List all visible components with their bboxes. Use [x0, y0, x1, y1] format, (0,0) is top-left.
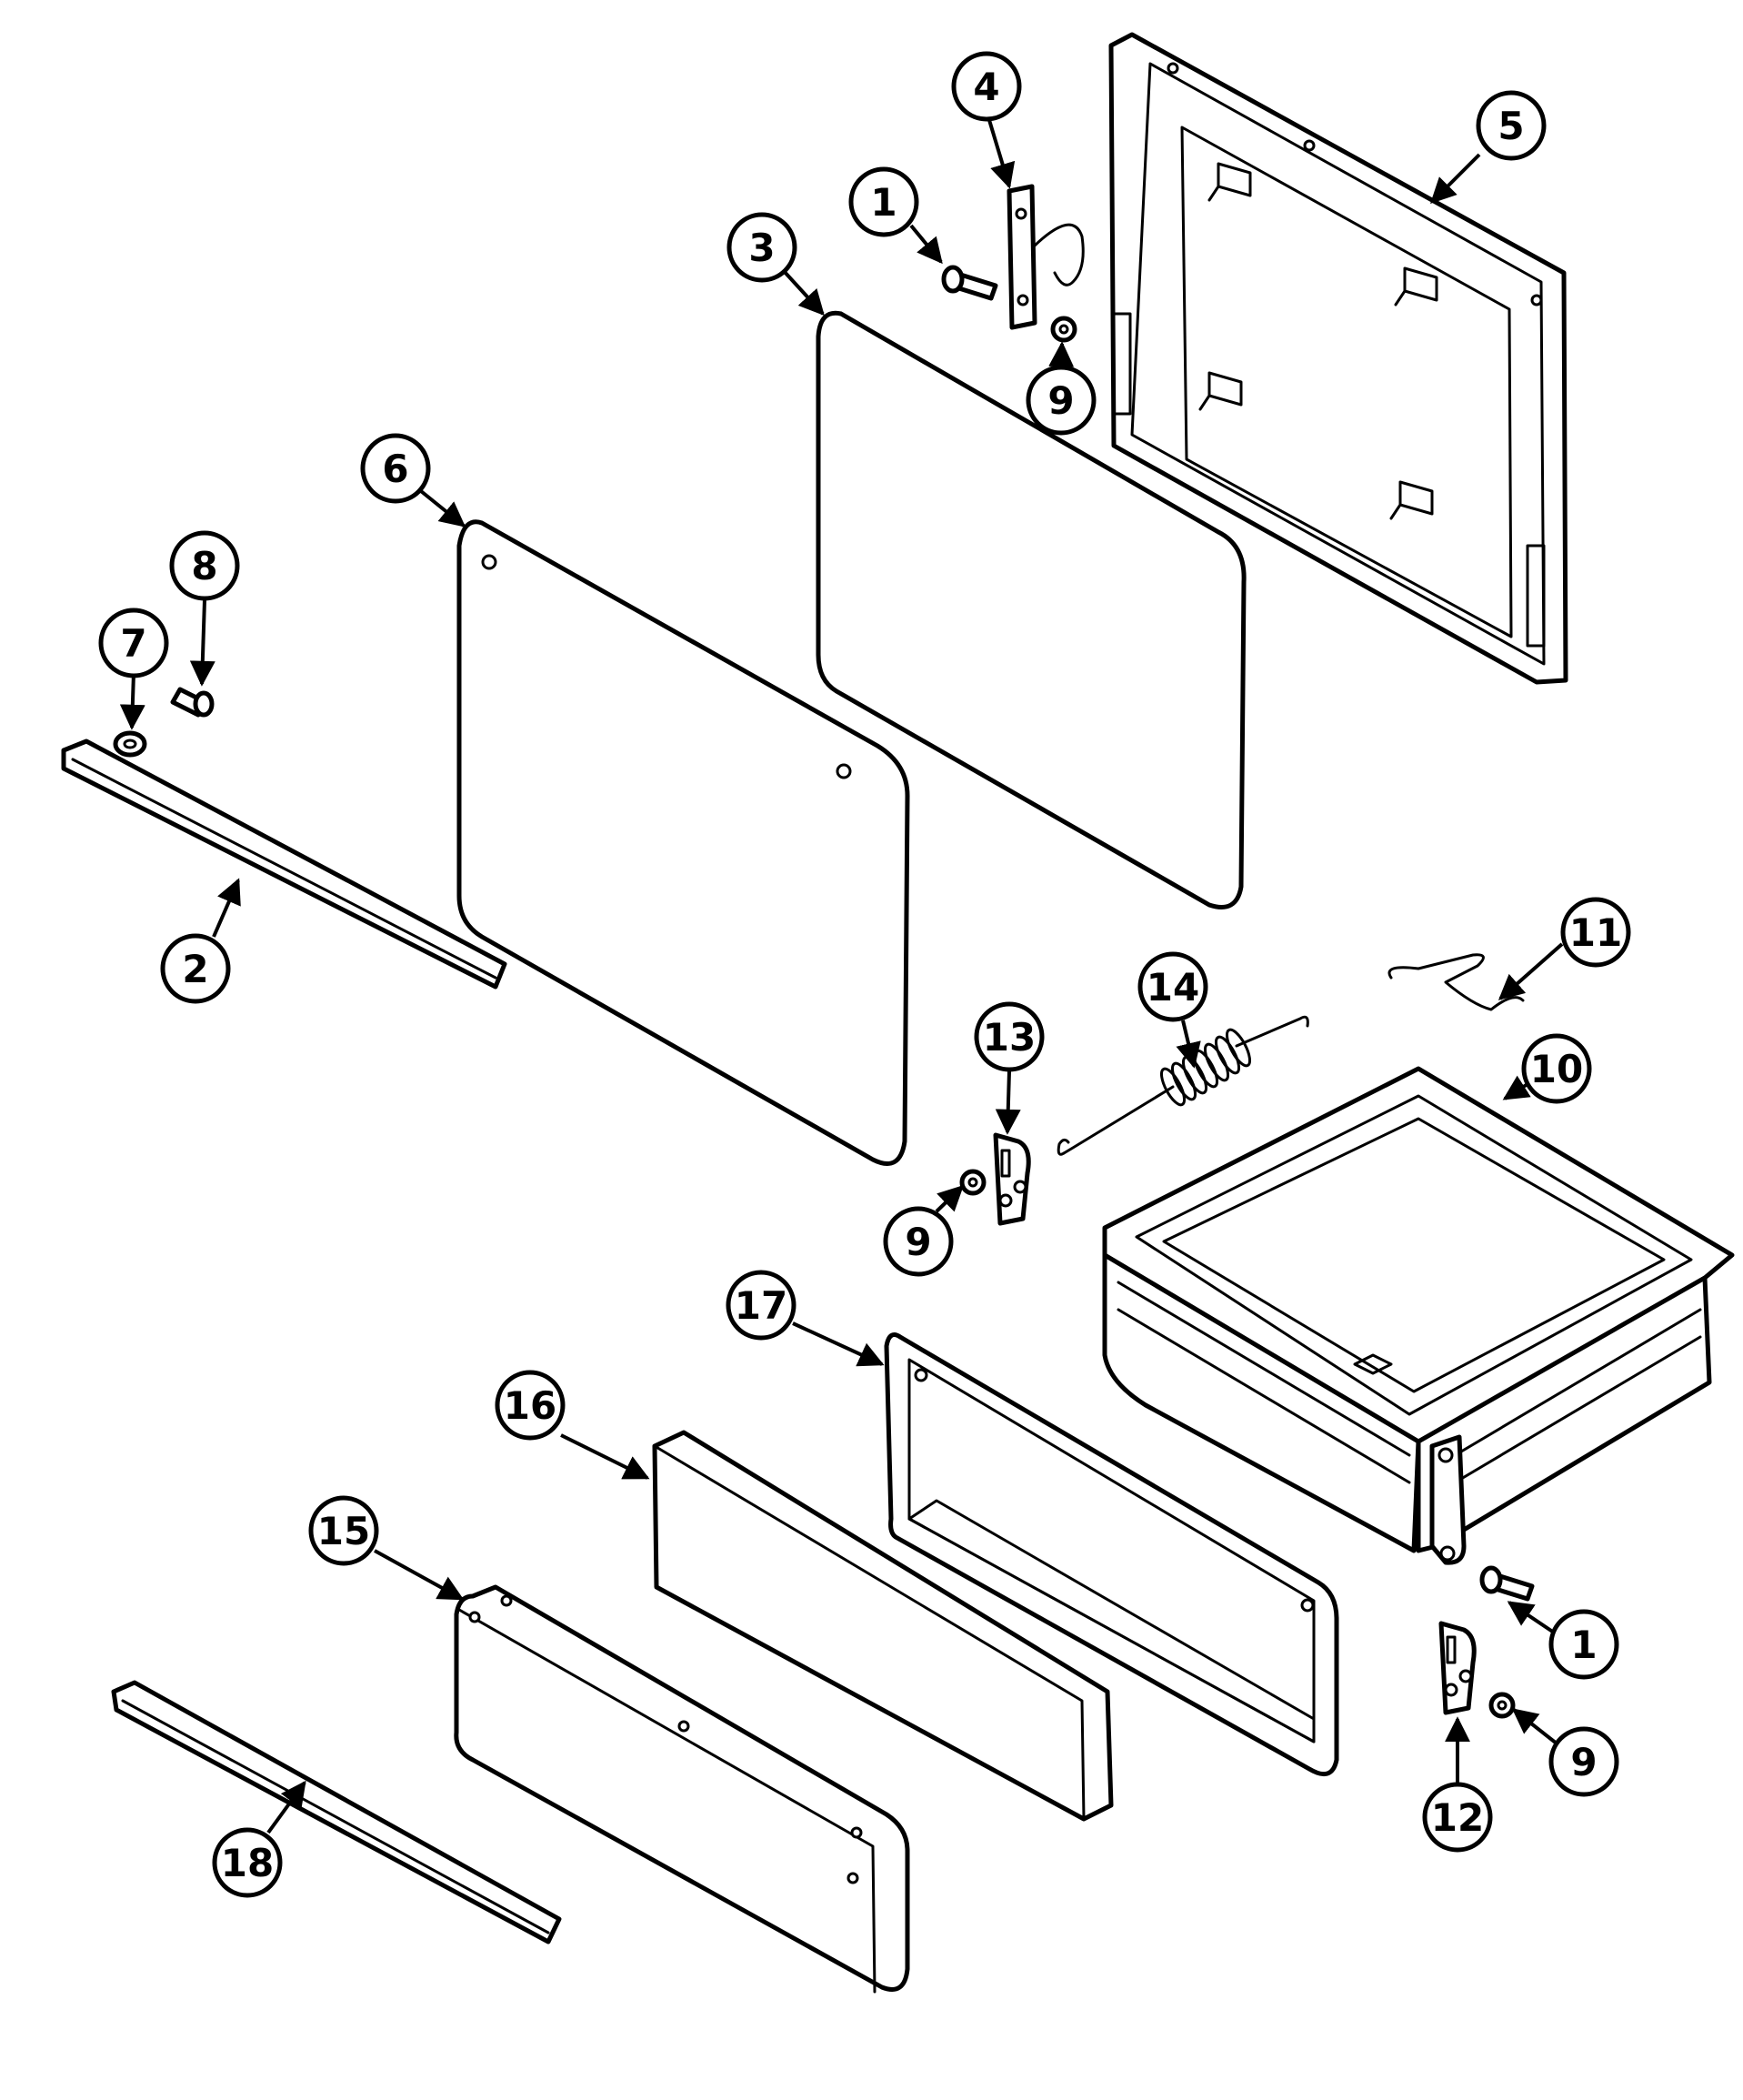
- callout-label: 2: [182, 947, 208, 991]
- callout-label: 8: [191, 544, 217, 588]
- callout-8: 8: [169, 530, 240, 601]
- callout-6: 6: [360, 433, 431, 504]
- callout-label: 3: [748, 226, 775, 270]
- callout-13: 13: [974, 1001, 1045, 1072]
- part-16-drawer-panel: [652, 1430, 1114, 1822]
- part-3-upper-panel: [816, 310, 1247, 909]
- part-18-lower-trim: [111, 1680, 562, 1944]
- part-11-wire-clip: [1387, 953, 1525, 1011]
- part-1-screw-upper: [941, 265, 998, 301]
- callout-label: 13: [983, 1015, 1036, 1060]
- callout-5: 5: [1476, 90, 1547, 161]
- part-2-upper-trim: [61, 739, 507, 990]
- part-9-nut-b: [959, 1169, 987, 1196]
- callout-7: 7: [98, 608, 169, 678]
- leader-lines: [119, 110, 1564, 1834]
- part-4-bracket: [1007, 184, 1085, 330]
- part-17-drawer-inner-front: [884, 1332, 1339, 1777]
- part-6-middle-panel: [456, 519, 910, 1166]
- callout-label: 15: [317, 1509, 370, 1553]
- part-13-slide-bracket: [993, 1132, 1031, 1226]
- part-8-screw: [170, 687, 215, 718]
- callout-label: 9: [1570, 1740, 1597, 1784]
- callout-label: 16: [504, 1383, 556, 1428]
- callout-1-lower: 1: [1548, 1609, 1619, 1680]
- callout-3: 3: [726, 212, 797, 283]
- callout-10: 10: [1521, 1033, 1592, 1104]
- part-15-drawer-front: [454, 1584, 910, 1994]
- part-14-spring: [1057, 1015, 1309, 1156]
- callout-label: 10: [1530, 1047, 1583, 1091]
- callout-9-lower: 9: [1548, 1726, 1619, 1797]
- callout-label: 18: [221, 1841, 274, 1885]
- part-7-nut: [113, 730, 147, 758]
- callout-label: 1: [1570, 1623, 1597, 1667]
- callout-9-upper: 9: [1026, 365, 1097, 436]
- callout-label: 12: [1431, 1795, 1484, 1840]
- callout-11: 11: [1560, 897, 1631, 968]
- callout-18: 18: [212, 1827, 283, 1898]
- callout-2: 2: [160, 933, 231, 1004]
- callout-label: 1: [870, 180, 897, 225]
- callout-12: 12: [1422, 1782, 1493, 1853]
- callout-label: 9: [1047, 378, 1074, 423]
- callout-label: 5: [1498, 104, 1524, 148]
- callout-16: 16: [495, 1370, 566, 1441]
- callout-label: 11: [1569, 910, 1622, 955]
- callout-label: 4: [973, 65, 999, 109]
- callout-17: 17: [726, 1270, 796, 1341]
- callout-label: 7: [120, 621, 146, 666]
- part-12-slide-bracket: [1438, 1621, 1477, 1715]
- part-9-nut-c: [1488, 1692, 1516, 1719]
- callout-label: 6: [382, 447, 408, 491]
- callout-label: 9: [905, 1220, 931, 1264]
- part-1-screw-lower: [1479, 1565, 1535, 1602]
- callout-4: 4: [951, 51, 1022, 122]
- callout-15: 15: [308, 1495, 379, 1566]
- callout-14: 14: [1137, 951, 1208, 1022]
- callout-9-middle: 9: [883, 1206, 954, 1277]
- callout-label: 17: [735, 1283, 787, 1328]
- part-5-rear-frame: [1108, 32, 1568, 685]
- callout-label: 14: [1147, 965, 1199, 1010]
- part-9-nut-a: [1050, 316, 1077, 343]
- callout-1-upper: 1: [848, 166, 919, 237]
- part-10-drawer-body: [1102, 1066, 1735, 1565]
